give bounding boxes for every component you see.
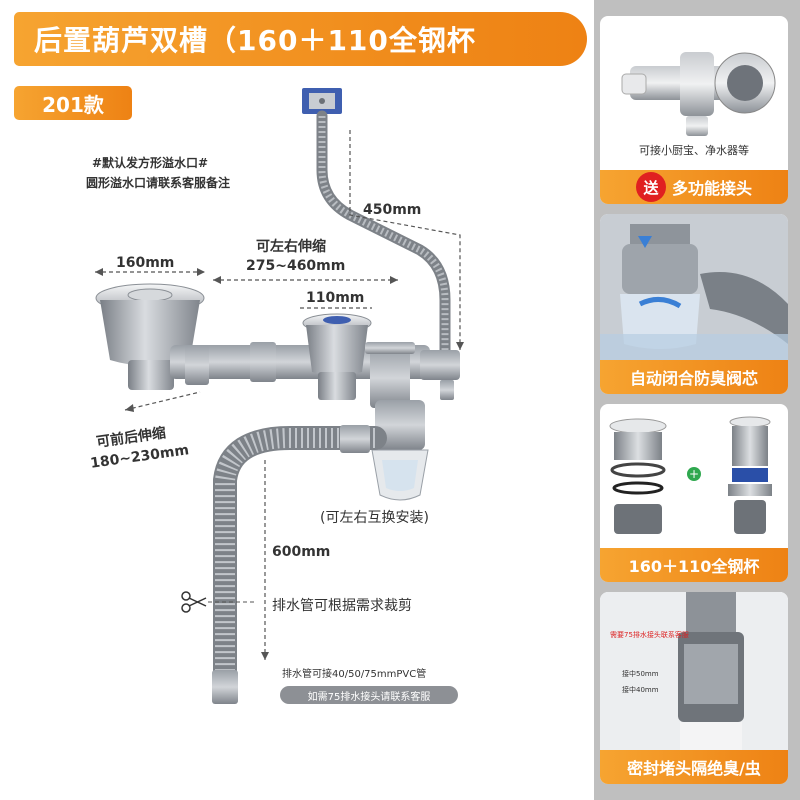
overflow-note-round: 圆形溢水口请联系客服备注	[86, 176, 231, 190]
drain-end	[212, 670, 238, 704]
stretch-lr-label: 可左右伸缩	[256, 239, 326, 255]
overflow-hose-ribs	[318, 116, 449, 350]
trap-body	[375, 400, 425, 450]
model-badge: 201款	[14, 86, 132, 120]
multi-joint-caption: 可接小厨宝、净水器等	[639, 144, 749, 157]
card-steel-cups: + 160＋110全钢杯	[600, 404, 788, 582]
right-cup-size: 110mm	[306, 290, 365, 306]
feature-panel: 可接小厨宝、净水器等 送 多功能接头 自动闭合防臭阀芯	[594, 0, 800, 800]
gift-badge: 送	[635, 172, 666, 202]
svg-text:+: +	[689, 467, 699, 481]
overflow-joint	[420, 350, 460, 380]
left-strainer	[95, 283, 205, 390]
odor-valve-image	[600, 214, 788, 360]
drain-hose-ribs	[215, 428, 375, 690]
page-title: 后置葫芦双槽（160＋110全钢杯	[14, 12, 587, 66]
drain-hose	[213, 426, 387, 702]
steel-cups-label: 160＋110全钢杯	[600, 548, 788, 582]
left-cup-size: 160mm	[116, 255, 175, 271]
seal-plug-tag-40: 接中40mm	[622, 686, 659, 694]
service-pill: 如需75排水接头请联系客服	[280, 686, 458, 704]
multi-joint-label: 送 多功能接头	[600, 170, 788, 204]
overflow-outlet	[302, 88, 342, 114]
drain-length: 600mm	[272, 544, 331, 560]
seal-plug-label: 密封堵头隔绝臭/虫	[600, 750, 788, 784]
main-product-area: 后置葫芦双槽（160＋110全钢杯 201款 #默认发方形溢水口# 圆形溢水口请…	[14, 12, 587, 704]
pipe-nut-0	[185, 345, 209, 385]
tee-connector	[370, 348, 410, 408]
card-seal-plug: 需要75排水接头联系客服 接中50mm 接中40mm 密封堵头隔绝臭/虫	[600, 592, 788, 784]
cut-note: 排水管可根据需求裁剪	[272, 598, 412, 614]
pvc-note: 排水管可接40/50/75mmPVC管	[282, 669, 427, 680]
overflow-note-default: #默认发方形溢水口#	[92, 156, 209, 170]
seal-plug-red-note: 需要75排水接头联系客服	[610, 631, 689, 639]
stretch-lr-range: 275~460mm	[246, 258, 346, 274]
steel-cups-image: +	[609, 416, 772, 534]
sink-drain-diagram	[95, 88, 464, 704]
drain-nut	[340, 425, 370, 453]
right-strainer	[302, 313, 372, 400]
overflow-hose-length: 450mm	[363, 202, 422, 218]
seal-plug-image	[600, 592, 788, 750]
seal-plug-tag-50: 接中50mm	[622, 670, 659, 678]
multi-joint-image	[621, 52, 776, 136]
cross-pipe	[170, 345, 430, 379]
card-multi-joint: 可接小厨宝、净水器等 送 多功能接头	[600, 16, 788, 204]
multi-joint-label-text: 多功能接头	[671, 179, 752, 198]
swap-install-note: (可左右互换安装)	[320, 510, 429, 526]
scissors-icon	[181, 591, 207, 613]
card-odor-valve: 自动闭合防臭阀芯	[600, 214, 788, 394]
odor-valve-label: 自动闭合防臭阀芯	[600, 360, 788, 394]
pipe-nut-1	[250, 342, 276, 382]
